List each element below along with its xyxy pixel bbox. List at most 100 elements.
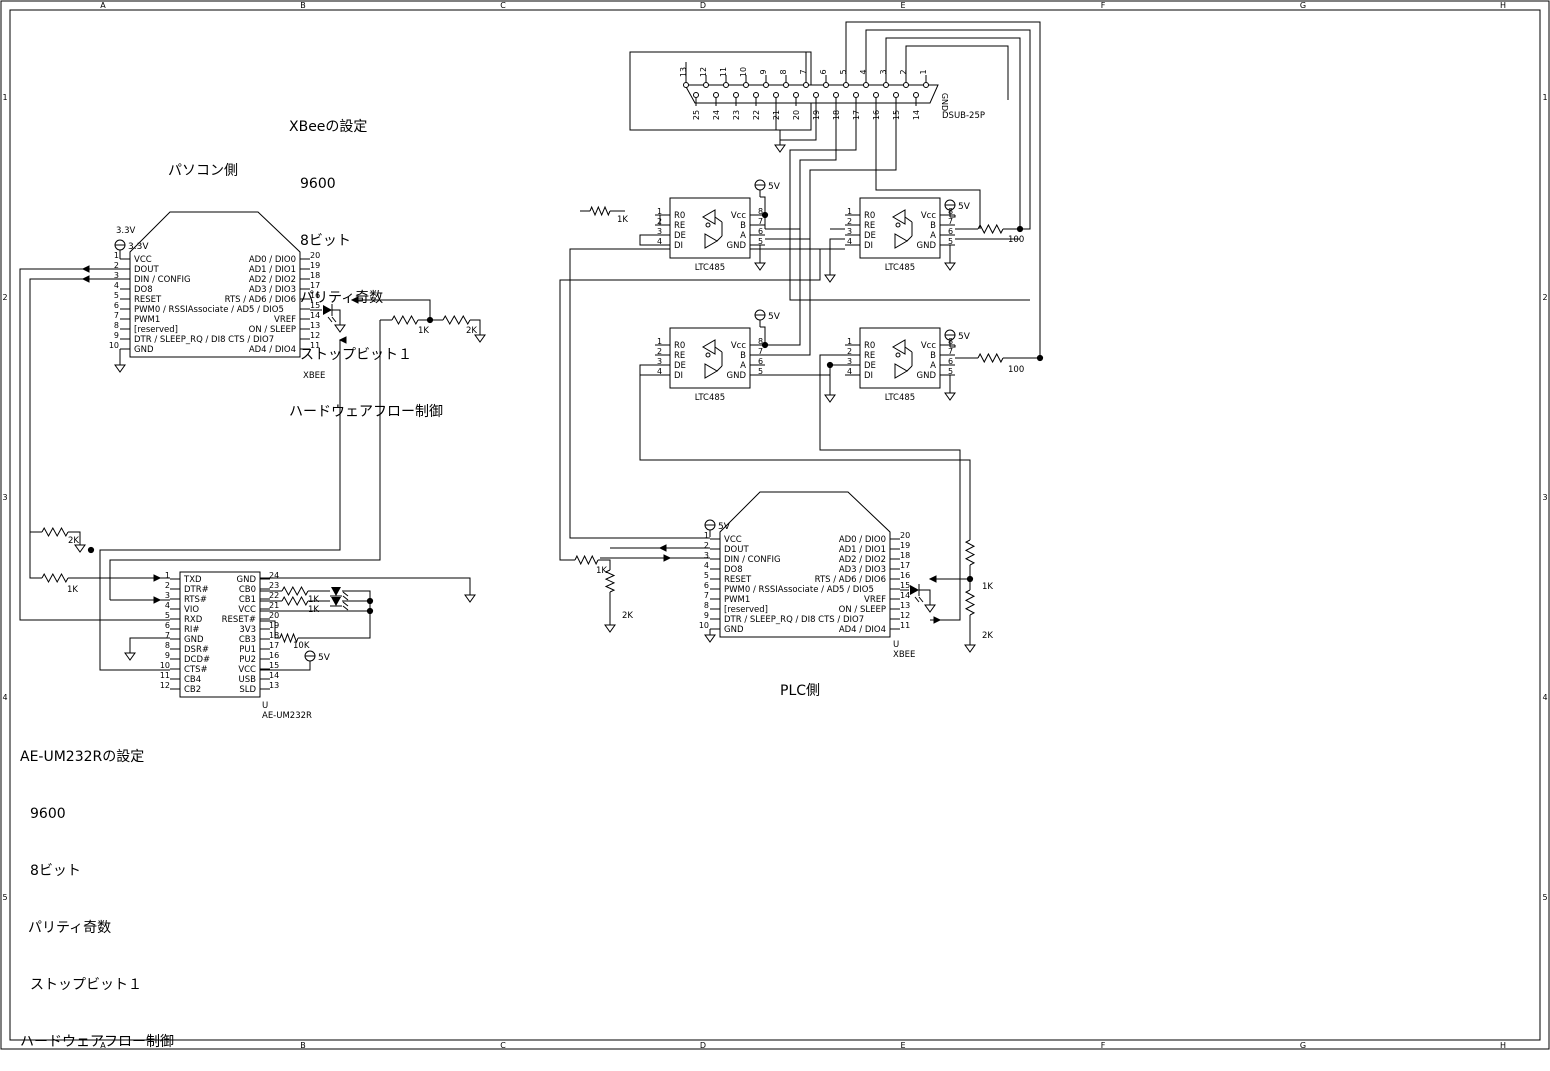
pin-number: 7 (114, 311, 119, 320)
wire (260, 620, 280, 639)
dsub-pin-number: 7 (799, 69, 808, 74)
wire (950, 345, 956, 348)
pin-name: VIO (184, 605, 199, 615)
pin-name: PWM1 (134, 315, 160, 325)
pin-name: RE (674, 351, 685, 361)
pin-name: B (740, 221, 746, 231)
pin-number: 5 (948, 237, 953, 246)
wire (29, 278, 120, 579)
junction-dot (1016, 225, 1024, 233)
column-marker-top: A (100, 1, 106, 10)
pin-number: 16 (269, 651, 279, 660)
pin-number: 1 (165, 571, 170, 580)
led-symbol (918, 596, 924, 603)
wire (260, 668, 311, 671)
xbee-settings-line: ハードウェアフロー制御 (289, 404, 443, 420)
pin-name: [reserved] (724, 605, 768, 615)
pin-number: 5 (165, 611, 170, 620)
pin-name: A (930, 361, 936, 371)
pin-name: A (930, 231, 936, 241)
signal-arrow (658, 544, 667, 552)
resistor (964, 539, 976, 566)
pin-name: DTR / SLEEP_RQ / DI8 CTS / DIO7 (134, 335, 274, 345)
pin-name: DE (864, 361, 876, 371)
pin-name: RESET (724, 575, 752, 585)
pin-name: RE (864, 221, 875, 231)
um232-settings-line: ストップビット１ (30, 977, 142, 993)
wire (829, 238, 845, 270)
pin-number: 2 (704, 541, 709, 550)
dsub-pin (863, 82, 869, 88)
dsub-pin-number: 4 (859, 69, 868, 74)
pin-number: 6 (948, 357, 953, 366)
um232-settings-line: ハードウェアフロー制御 (20, 1034, 174, 1050)
dsub-pin (753, 92, 759, 98)
pin-name: CTS# (184, 665, 208, 675)
led-symbol (331, 316, 337, 323)
pin-name: DOUT (724, 545, 749, 555)
pin-name: GND (237, 575, 257, 585)
supply-label: 5V (318, 653, 331, 663)
pin-number: 7 (948, 217, 953, 226)
pin-number: 19 (269, 621, 279, 630)
driver-symbol (704, 363, 718, 379)
ltc485-chip (859, 197, 941, 259)
column-marker-top: B (300, 1, 306, 10)
pin-number: 5 (758, 237, 763, 246)
pin-number: 12 (310, 331, 320, 340)
pin-number: 1 (114, 251, 119, 260)
row-marker-left: 2 (2, 293, 7, 302)
dsub-gnd-mark: GND (940, 93, 949, 111)
ground-symbol (74, 544, 86, 553)
led-symbol (342, 595, 349, 601)
pin-number: 20 (310, 251, 320, 260)
pin-number: 8 (758, 207, 763, 216)
resistor (41, 572, 69, 584)
inverter-bubble (705, 222, 711, 228)
inverter-bubble (895, 222, 901, 228)
pin-name: DIN / CONFIG (134, 275, 191, 285)
pin-number: 15 (269, 661, 279, 670)
pin-name: RTS# (184, 595, 207, 605)
row-marker-right: 1 (1542, 93, 1547, 102)
resistor-value: 100 (1008, 235, 1024, 245)
pin-name: PWM0 / RSSIAssociate / AD5 / DIO5 (724, 585, 874, 595)
led-symbol (342, 601, 349, 607)
pin-name: GND (917, 371, 937, 381)
pin-name: DSR# (184, 645, 209, 655)
pin-name: DO8 (724, 565, 743, 575)
resistor (279, 632, 299, 644)
pin-number: 21 (269, 601, 279, 610)
pin-number: 11 (160, 671, 170, 680)
dsub-pin (813, 92, 819, 98)
pin-number: 10 (699, 621, 709, 630)
wire (109, 320, 381, 600)
pin-name: GND (727, 371, 747, 381)
dsub-pin-number: 14 (912, 110, 921, 120)
internal-line (716, 365, 723, 372)
dsub-pin (733, 92, 739, 98)
pin-number: 1 (704, 531, 709, 540)
pin-name: DI (864, 371, 873, 381)
dsub-pin-number: 19 (812, 110, 821, 120)
ground-symbol (824, 274, 836, 283)
resistor (964, 589, 976, 616)
pin-number: 8 (114, 321, 119, 330)
pin-number: 10 (109, 341, 119, 350)
ground-symbol (824, 394, 836, 403)
pin-number: 14 (269, 671, 279, 680)
dsub-name: DSUB-25P (942, 111, 985, 121)
driver-symbol (894, 233, 908, 249)
dsub-pin (783, 82, 789, 88)
resistor-value: 100 (1008, 365, 1024, 375)
pin-number: 2 (657, 347, 662, 356)
pin-number: 2 (847, 347, 852, 356)
column-marker-top: C (500, 1, 506, 10)
dsub-pin-number: 17 (852, 110, 861, 120)
pin-number: 18 (900, 551, 910, 560)
led-symbol (342, 605, 349, 611)
internal-line (714, 346, 723, 353)
wire (470, 319, 481, 330)
pin-number: 15 (310, 301, 320, 310)
pin-number: 7 (948, 347, 953, 356)
